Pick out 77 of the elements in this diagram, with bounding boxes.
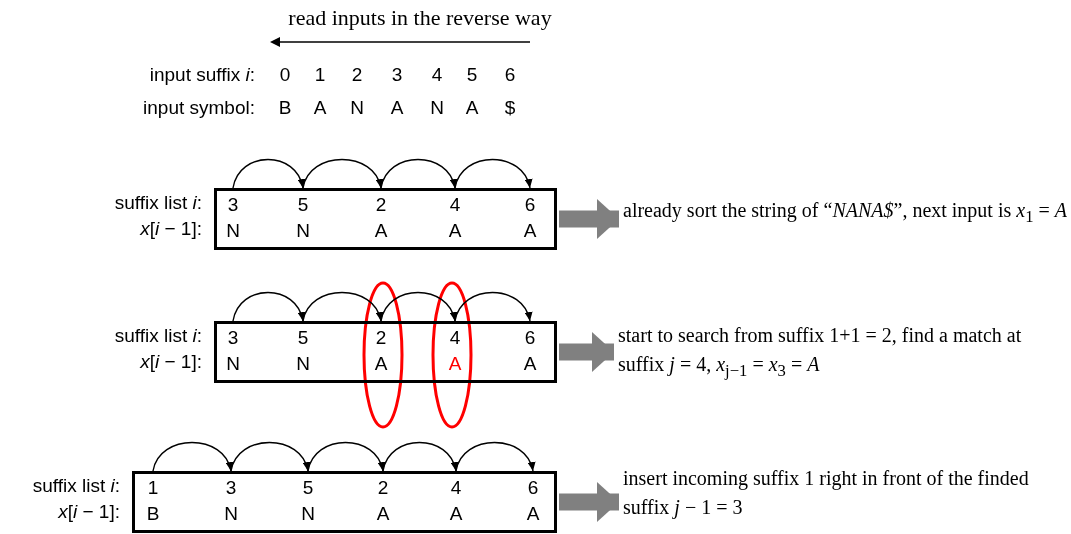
suffix-number: 2	[374, 326, 388, 350]
table-cell-text: B	[277, 96, 293, 120]
step-note: insert incoming suffix 1 right in front of the finded suffix j − 1 = 3	[623, 464, 1068, 522]
suffix-number: 6	[523, 326, 537, 350]
preceding-symbol: A	[375, 502, 391, 526]
curved-arrow	[307, 441, 385, 472]
suffix-number: 5	[296, 326, 310, 350]
table-cell-text: A	[464, 96, 480, 120]
row-label: suffix list i:	[114, 324, 202, 348]
block-arrow	[559, 199, 619, 239]
step-note: start to search from suffix 1+1 = 2, find a match at suffix j = 4, x$_{j−1}$ = x$_{3}$ = A	[618, 321, 1063, 385]
table-cell-text: N	[349, 96, 365, 120]
suffix-number: 2	[376, 476, 390, 500]
step-note: already sort the string of “NANA$”, next input is x$_{1}$ = A	[623, 196, 1068, 231]
suffix-number: 4	[448, 326, 462, 350]
suffix-number: 3	[226, 326, 240, 350]
curved-arrow	[380, 291, 457, 322]
preceding-symbol: N	[225, 352, 241, 376]
curved-arrow	[302, 291, 383, 322]
preceding-symbol: A	[447, 352, 463, 376]
curved-arrow	[230, 441, 310, 472]
suffix-number: 2	[374, 193, 388, 217]
suffix-number: 3	[224, 476, 238, 500]
curved-arrow	[152, 441, 233, 472]
suffix-number: 3	[226, 193, 240, 217]
suffix-list-box	[214, 188, 557, 250]
table-cell-text: 3	[390, 63, 404, 87]
suffix-list-box	[132, 471, 557, 533]
curved-arrow	[302, 158, 383, 189]
preceding-symbol: N	[225, 219, 241, 243]
row-label: x[i − 1]:	[58, 500, 120, 524]
curved-arrow	[455, 441, 535, 472]
block-arrow	[559, 482, 619, 522]
table-cell-text: 4	[430, 63, 444, 87]
table-cell-text: 2	[350, 63, 364, 87]
row-label: suffix list i:	[114, 191, 202, 215]
table-header: input symbol:	[143, 96, 255, 120]
suffix-number: 4	[448, 193, 462, 217]
curved-arrow	[232, 291, 305, 322]
suffix-list-box	[214, 321, 557, 383]
caption-text: read inputs in the reverse way	[287, 6, 553, 30]
preceding-symbol: B	[145, 502, 161, 526]
preceding-symbol: N	[300, 502, 316, 526]
table-cell-text: $	[503, 96, 517, 120]
preceding-symbol: A	[522, 219, 538, 243]
preceding-symbol: N	[295, 352, 311, 376]
table-cell-text: 1	[313, 63, 327, 87]
preceding-symbol: A	[373, 219, 389, 243]
curved-arrow	[382, 441, 458, 472]
preceding-symbol: A	[447, 219, 463, 243]
row-label: x[i − 1]:	[140, 217, 202, 241]
preceding-symbol: N	[223, 502, 239, 526]
curved-arrow	[232, 158, 305, 189]
preceding-symbol: A	[373, 352, 389, 376]
curved-arrow	[454, 291, 532, 322]
curved-arrow	[454, 158, 532, 189]
suffix-number: 5	[296, 193, 310, 217]
suffix-number: 4	[449, 476, 463, 500]
preceding-symbol: A	[525, 502, 541, 526]
curved-arrow	[380, 158, 457, 189]
table-header: input suffix i:	[149, 63, 255, 87]
table-cell-text: 5	[465, 63, 479, 87]
table-cell-text: 0	[278, 63, 292, 87]
suffix-number: 5	[301, 476, 315, 500]
row-label: x[i − 1]:	[140, 350, 202, 374]
preceding-symbol: A	[522, 352, 538, 376]
preceding-symbol: A	[448, 502, 464, 526]
suffix-number: 6	[526, 476, 540, 500]
suffix-number: 6	[523, 193, 537, 217]
table-cell-text: N	[429, 96, 445, 120]
preceding-symbol: N	[295, 219, 311, 243]
block-arrow	[559, 332, 614, 372]
table-cell-text: A	[389, 96, 405, 120]
suffix-number: 1	[146, 476, 160, 500]
row-label: suffix list i:	[32, 474, 120, 498]
table-cell-text: A	[312, 96, 328, 120]
table-cell-text: 6	[503, 63, 517, 87]
